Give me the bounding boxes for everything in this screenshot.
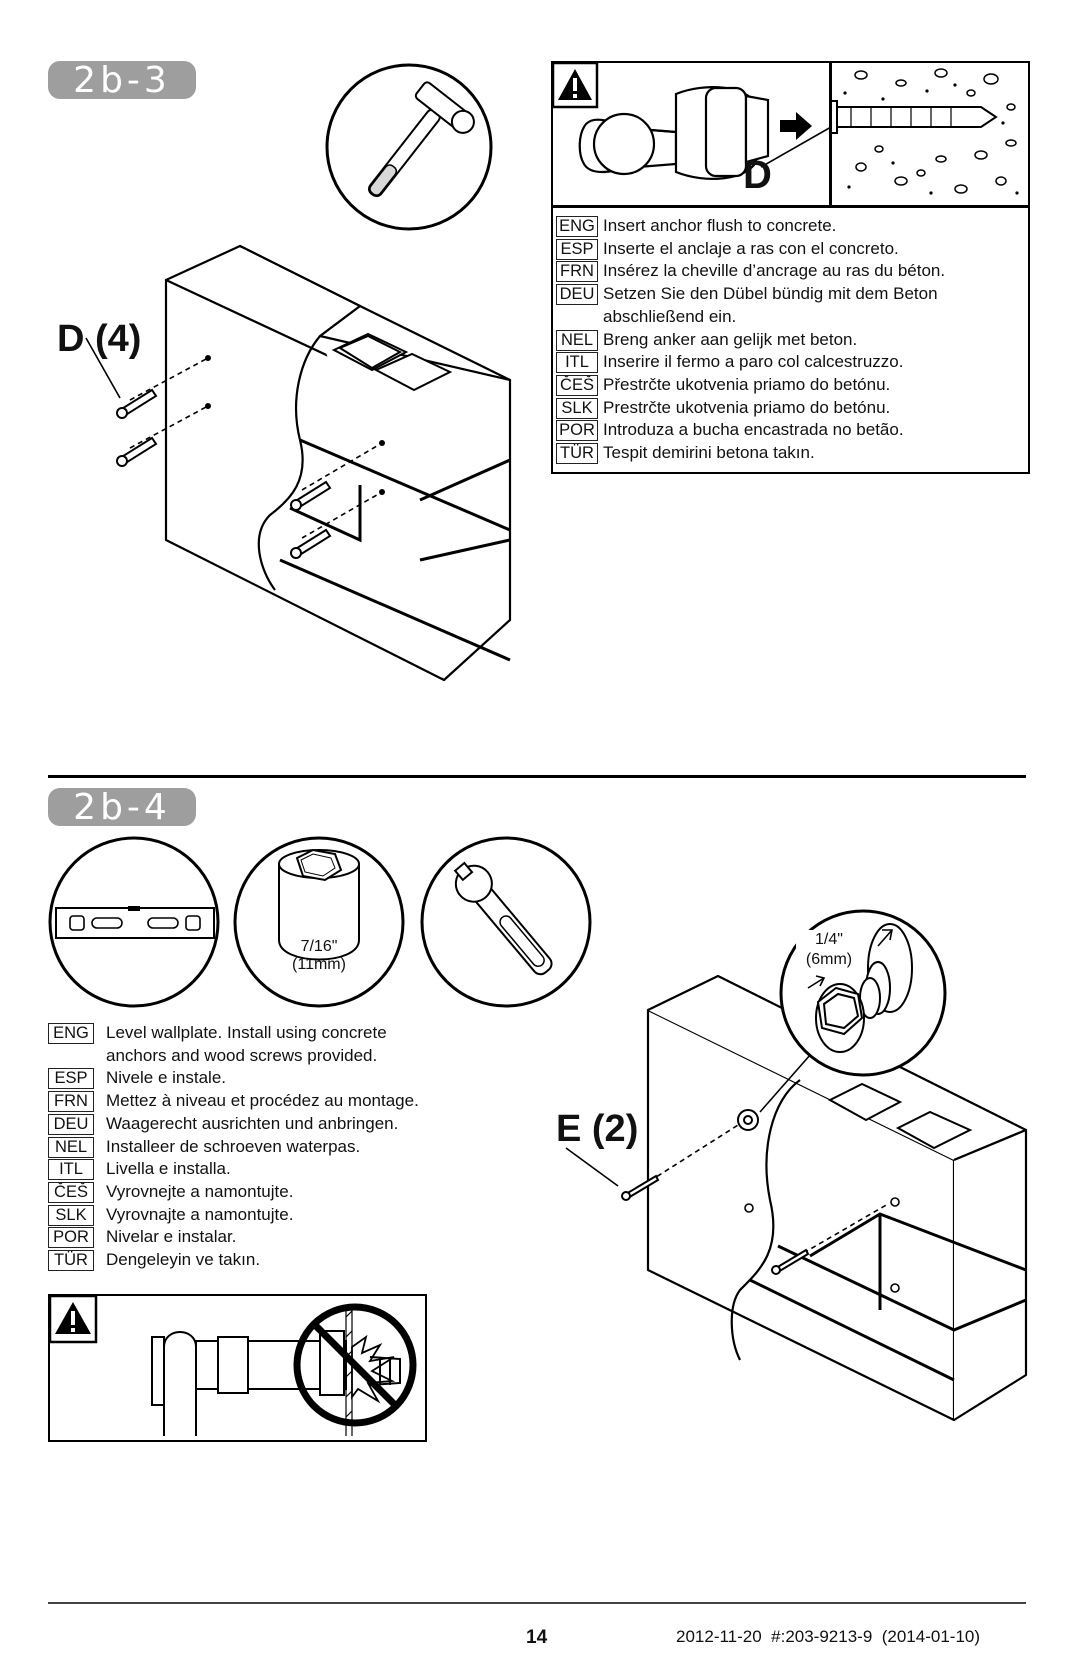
step-badge-label: 2b-3 (73, 59, 171, 101)
instruction-row: ITL Livella e installa. (48, 1158, 468, 1181)
instruction-text: Nivele e instale. (106, 1068, 227, 1088)
language-code: ITL (48, 1159, 94, 1181)
socket-size-label: 7/16" (11mm) (278, 938, 360, 974)
instructions-step-b: ENG Level wallplate. Install using concre… (48, 1022, 468, 1272)
footer-rule (48, 1602, 1026, 1604)
language-code: DEU (48, 1113, 94, 1135)
instruction-row: ESP Nivele e instale. (48, 1067, 468, 1090)
hammer-icon (325, 63, 493, 231)
language-code: NEL (48, 1136, 94, 1158)
instruction-text: Insérez la cheville d’ancrage au ras du … (603, 261, 946, 281)
instruction-row: ENG Insert anchor flush to concrete. (556, 215, 1026, 238)
language-code: SLK (48, 1204, 94, 1226)
socket-size-inch: 7/16" (300, 938, 338, 955)
language-code: POR (556, 420, 598, 442)
instruction-text: Inserte el anclaje a ras con el concreto… (603, 238, 899, 258)
gap-size-label: 1/4" (6mm) (796, 930, 862, 970)
instruction-row: POR Nivelar e instalar. (48, 1226, 468, 1249)
language-code: TÜR (48, 1250, 94, 1272)
instruction-row: SLK Vyrovnajte a namontujte. (48, 1204, 468, 1227)
instruction-text: Nivelar e instalar. (106, 1227, 237, 1247)
level-icon (48, 836, 220, 1008)
instruction-text: Vyrovnejte a namontujte. (106, 1181, 294, 1201)
language-code: ENG (556, 216, 598, 237)
overtighten-illustration (151, 1307, 401, 1436)
callout-anchor-count: D (4) (57, 318, 142, 360)
language-code: ENG (48, 1023, 94, 1044)
language-code: NEL (556, 329, 598, 351)
warning-panel-anchor (551, 61, 1030, 474)
instruction-text: Breng anker aan gelijk met beton. (603, 329, 858, 349)
language-code: DEU (556, 284, 598, 306)
hammer-strike-illustration (578, 86, 812, 180)
socket-size-mm: (11mm) (292, 956, 346, 973)
instruction-text: Waagerecht ausrichten und anbringen. (106, 1113, 399, 1133)
warning-icon (48, 1294, 98, 1344)
instruction-text: Mettez à niveau et procédez au montage. (106, 1091, 419, 1111)
instruction-text: Level wallplate. Install using concrete … (106, 1023, 387, 1065)
section-divider (48, 775, 1026, 778)
gap-size-inch: 1/4" (815, 931, 843, 948)
instruction-text: Prestrčte ukotvenia priamo do betónu. (603, 397, 891, 417)
socket-icon (233, 836, 405, 1008)
instruction-text: Dengeleyin ve takın. (106, 1250, 261, 1270)
instruction-text: Tespit demirini betona takın. (603, 443, 815, 463)
instruction-text: Vyrovnajte a namontujte. (106, 1204, 294, 1224)
language-code: FRN (48, 1091, 94, 1113)
language-code: ČEŠ (48, 1181, 94, 1203)
warning-panel-overtighten (48, 1294, 427, 1442)
step-badge-label: 2b-4 (73, 786, 171, 828)
instruction-row: ČEŠ Vyrovnejte a namontujte. (48, 1181, 468, 1204)
document-code: 2012-11-20 #:203-9213-9 (2014-01-10) (676, 1627, 981, 1646)
instruction-text: Livella e installa. (106, 1159, 231, 1179)
warning-panel-divider (551, 205, 1029, 208)
callout-screw-count: E (2) (556, 1108, 639, 1150)
anchor-in-concrete-illustration (760, 68, 1019, 195)
language-code: FRN (556, 261, 598, 283)
instruction-row: NEL Installeer de schroeven waterpas. (48, 1136, 468, 1159)
step-badge-2b-4: 2b-4 (48, 786, 196, 828)
ratchet-icon (420, 836, 592, 1008)
page-number: 14 (526, 1627, 548, 1648)
language-code: SLK (556, 397, 598, 419)
instruction-row: TÜR Dengeleyin ve takın. (48, 1249, 468, 1272)
instruction-row: ENG Level wallplate. Install using concre… (48, 1022, 468, 1067)
instruction-row: FRN Mettez à niveau et procédez au montag… (48, 1090, 468, 1113)
language-code: ČEŠ (556, 374, 598, 396)
instruction-row: DEU Waagerecht ausrichten und anbringen. (48, 1113, 468, 1136)
language-code: ITL (556, 352, 598, 374)
instruction-text: Introduza a bucha encastrada no betão. (603, 420, 904, 440)
language-code: TÜR (556, 443, 598, 465)
gap-size-mm: (6mm) (805, 951, 853, 968)
language-code: ESP (556, 238, 598, 260)
warning-detail-letter: D (743, 153, 772, 197)
concrete-wall-illustration (85, 244, 512, 682)
language-code: ESP (48, 1068, 94, 1090)
instruction-text: Insert anchor flush to concrete. (603, 216, 837, 235)
prohibited-icon (293, 1303, 417, 1427)
language-code: POR (48, 1227, 94, 1249)
instruction-text: Inserire il fermo a paro col calcestruzz… (603, 352, 904, 372)
instruction-text: Setzen Sie den Dübel bündig mit dem Beto… (603, 284, 938, 326)
instruction-text: Přestrčte ukotvenia priamo do betónu. (603, 374, 891, 394)
step-badge-2b-3: 2b-3 (48, 59, 196, 101)
instruction-text: Installeer de schroeven waterpas. (106, 1136, 361, 1156)
warning-icon (551, 61, 599, 109)
